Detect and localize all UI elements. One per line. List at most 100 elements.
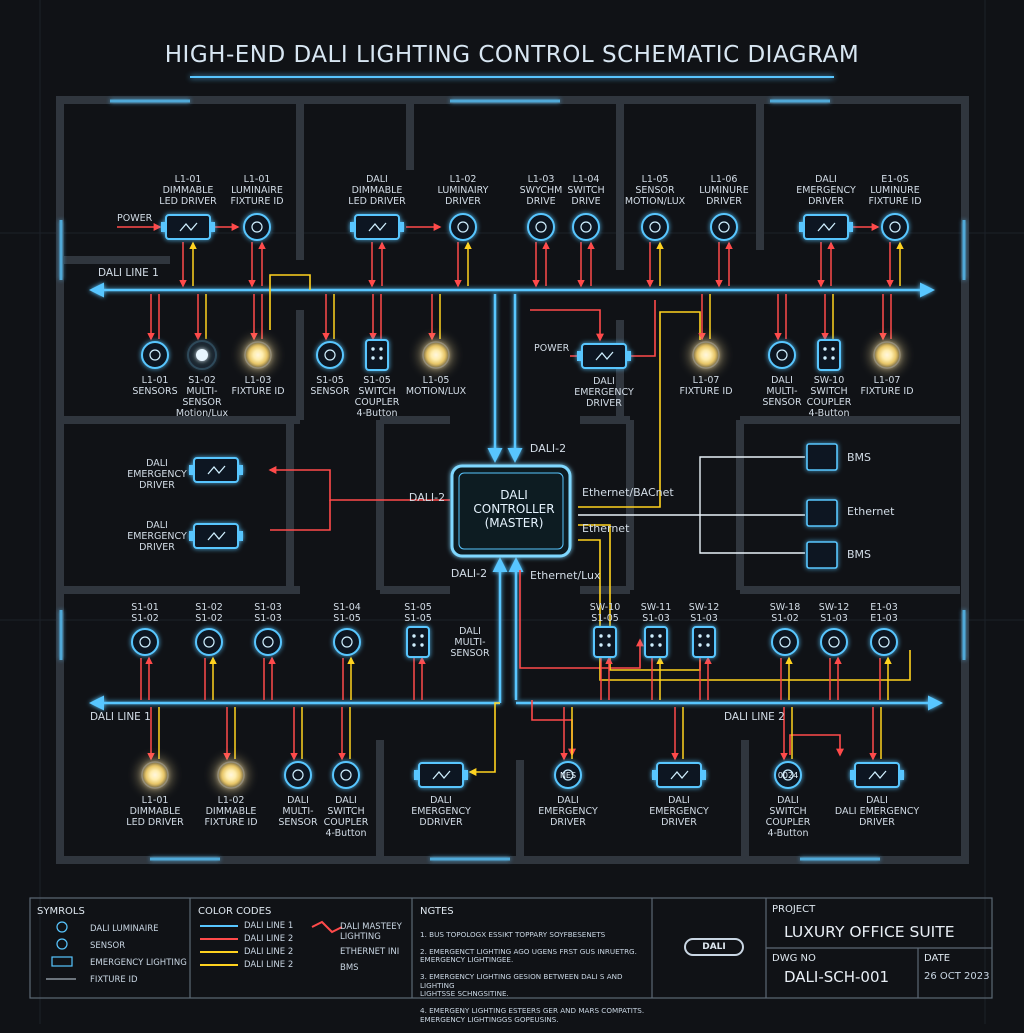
top-device-label-1: L1-01 DIMMABLE LED DRIVER [159, 174, 217, 207]
top-device-10 [881, 213, 909, 241]
bottom-device-label-6: DALI EMERGENCY DRIVER [538, 795, 598, 828]
upper-device-label-2: S1-02 MULTI- SENSOR Motion/Lux [175, 375, 229, 419]
top-device-3 [350, 214, 404, 240]
project-label: PROJECT [772, 904, 816, 915]
lower-device-label-6: DALI MULTI- SENSOR [450, 626, 490, 659]
dali-line-1-bottom-label: DALI LINE 1 [90, 711, 151, 723]
upper-device-7 [577, 343, 631, 369]
top-device-label-6: L1-04 SWITCH DRIVE [567, 174, 605, 207]
dali-logo: DALI [684, 938, 744, 956]
legend-color-2: DALI LINE 2 [244, 934, 294, 944]
top-device-7 [641, 213, 669, 241]
power-label-top: POWER [117, 213, 153, 224]
left-emergency-driver-1 [189, 457, 243, 483]
left-emergency-driver-label-1: DALI EMERGENCY DRIVER [127, 458, 187, 491]
lower-device-8 [644, 626, 668, 658]
lower-device-label-3: S1-03 S1-03 [254, 602, 282, 624]
lower-device-label-11: SW-12 S1-03 [818, 602, 850, 624]
note-4: 4. EMERGENY LIGHTING ESTEERS GER AND MAR… [420, 1006, 645, 1024]
lower-device-1 [131, 628, 159, 656]
lower-device-4 [333, 628, 361, 656]
top-device-6 [572, 213, 600, 241]
legend-color-3: DALI LINE 2 [244, 947, 294, 957]
lower-device-7 [593, 626, 617, 658]
project-name: LUXURY OFFICE SUITE [784, 923, 955, 941]
lower-device-label-8: SW-11 S1-03 [640, 602, 672, 624]
window-strips [59, 99, 966, 861]
left-emergency-driver-2 [189, 523, 243, 549]
legend-color-4: DALI LINE 2 [244, 960, 294, 970]
left-emergency-driver-label-2: DALI EMERGENCY DRIVER [127, 520, 187, 553]
legend-symbol-sensor: SENSOR [90, 941, 126, 951]
controller-link-dali2-top: DALI-2 [529, 442, 567, 455]
bottom-device-4 [332, 761, 360, 789]
bottom-device-label-3: DALI MULTI- SENSOR [278, 795, 318, 828]
top-device-1 [161, 214, 215, 240]
top-device-label-4: L1-02 LUMINAIRY DRIVER [437, 174, 489, 207]
controller-link-dali2-bottom: DALI-2 [450, 567, 488, 580]
upper-device-label-11: L1-07 FIXTURE ID [860, 375, 914, 397]
upper-device-label-5: S1-05 SWITCH COUPLER 4-Button [354, 375, 400, 419]
upper-device-9 [768, 341, 796, 369]
lower-device-label-10: SW-18 S1-02 [769, 602, 801, 624]
upper-device-label-3: L1-03 FIXTURE ID [231, 375, 285, 397]
device-drop-lines [140, 241, 904, 761]
bms-bottom-label: BMS [847, 548, 872, 561]
lower-device-11 [820, 628, 848, 656]
lower-device-12 [870, 628, 898, 656]
top-device-5 [527, 213, 555, 241]
legend-symbol-fixture-id: FIXTURE ID [90, 975, 138, 985]
dali-line-1-top-label: DALI LINE 1 [98, 267, 159, 279]
controller-link-ethernet-lux: Ethernet/Lux [530, 569, 601, 582]
lower-device-label-4: S1-04 S1-05 [333, 602, 361, 624]
upper-device-10 [817, 339, 841, 371]
lower-device-2 [195, 628, 223, 656]
note-1: 1. BUS TOPOLOGX ESSIKT TOPPARY SOYFBESEN… [420, 929, 606, 939]
lower-device-3 [254, 628, 282, 656]
lower-device-10 [771, 628, 799, 656]
dali-controller [450, 464, 572, 558]
legend-symbol-emergency: EMERGENCY LIGHTING [90, 958, 187, 968]
upper-device-label-4: S1-05 SENSOR [310, 375, 350, 397]
top-device-label-7: L1-05 SENSOR MOTION/LUX [624, 174, 686, 207]
upper-device-5 [365, 339, 389, 371]
page-title: HIGH-END DALI LIGHTING CONTROL SCHEMATIC… [164, 42, 860, 68]
date-value: 26 OCT 2023 [924, 971, 990, 982]
bottom-device-3 [284, 761, 312, 789]
legend-colors-title: COLOR CODES [198, 906, 272, 917]
title-underline [190, 76, 834, 78]
bottom-device-label-8: DALI SWITCH COUPLER 4-Button [765, 795, 811, 839]
bottom-device-label-1: L1-01 DIMMABLE LED DRIVER [126, 795, 184, 828]
bottom-device-5 [414, 762, 468, 788]
controller-link-ethernet-bacnet: Ethernet/BACnet [582, 486, 674, 499]
bottom-device-6: NES [554, 761, 582, 789]
upper-device-label-8: L1-07 FIXTURE ID [679, 375, 733, 397]
bottom-device-label-5: DALI EMERGENCY DDRIVER [411, 795, 471, 828]
note-3: 3. EMERGENCY LIGHTING GESION BETWEEN DAL… [420, 972, 623, 998]
upper-device-label-9: DALI MULTI- SENSOR [762, 375, 802, 408]
lower-device-5 [406, 626, 430, 658]
upper-device-label-6: L1-05 MOTION/LUX [405, 375, 467, 397]
bms-wires [578, 456, 805, 554]
notes-title: NGTES [420, 906, 454, 917]
top-device-9 [799, 214, 853, 240]
lower-device-label-5: S1-05 S1-05 [404, 602, 432, 624]
upper-device-1 [141, 341, 169, 369]
dali-line-2-label: DALI LINE 2 [724, 711, 785, 723]
bottom-device-label-9: DALI DALI EMERGENCY DRIVER [834, 795, 920, 828]
bms-devices [806, 443, 838, 569]
bms-top-label: BMS [847, 451, 872, 464]
power-wires [117, 223, 880, 757]
top-device-label-3: DALI DIMMABLE LED DRIVER [348, 174, 406, 207]
power-label-mid: POWER [534, 343, 570, 354]
top-device-8 [710, 213, 738, 241]
bms-ethernet-label: Ethernet [847, 505, 895, 518]
legend-color-1: DALI LINE 1 [244, 921, 294, 931]
legend-symbol-luminaire: DALI LUMINAIRE [90, 924, 159, 934]
lower-device-label-7: SW-10 S1-05 [589, 602, 621, 624]
date-label: DATE [924, 953, 951, 964]
top-device-label-10: E1-0S LUMINURE FIXTURE ID [868, 174, 922, 207]
top-device-label-8: L1-06 LUMINURE DRIVER [699, 174, 749, 207]
